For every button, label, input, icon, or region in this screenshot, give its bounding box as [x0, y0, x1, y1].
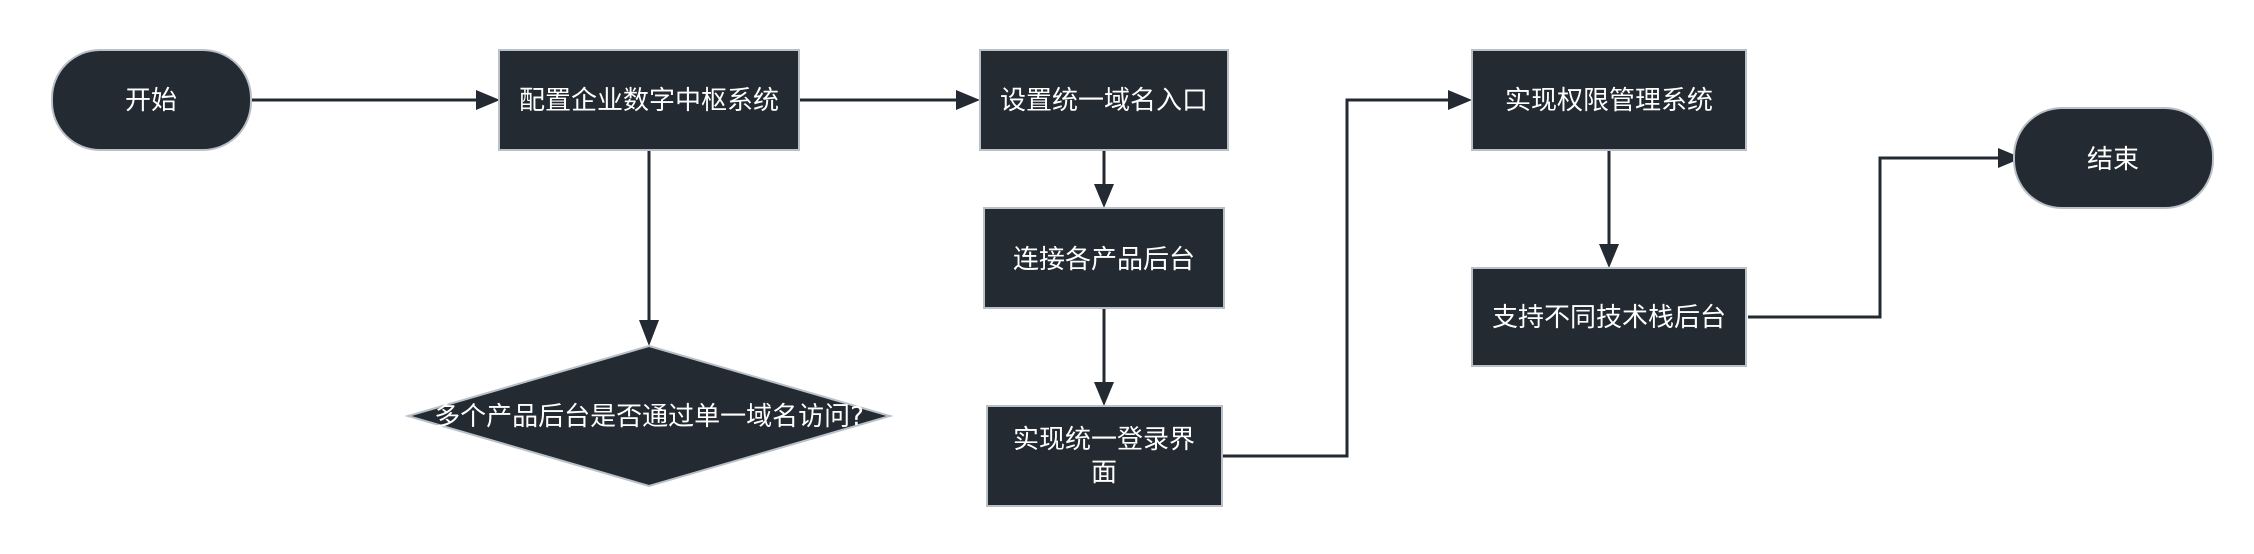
- end-shape: [2013, 107, 2214, 209]
- domain-entry-shape: [979, 49, 1229, 151]
- tech-stack-shape: [1471, 267, 1747, 367]
- node-decision: 多个产品后台是否通过单一域名访问?: [404, 344, 894, 488]
- arrow-login-to-permission: [1448, 90, 1472, 110]
- arrow-domain-entry-to-connect: [1094, 184, 1114, 208]
- permission-shape: [1471, 49, 1747, 151]
- node-config: 配置企业数字中枢系统: [498, 49, 800, 151]
- login-label-line-1: 实现统一登录界: [1013, 425, 1195, 455]
- node-domain-entry: 设置统一域名入口: [979, 49, 1229, 151]
- node-tech-stack: 支持不同技术栈后台: [1471, 267, 1747, 367]
- tech-stack-label: 支持不同技术栈后台: [1492, 303, 1726, 333]
- node-connect: 连接各产品后台: [983, 207, 1225, 309]
- edges: [252, 90, 2022, 458]
- decision-label: 多个产品后台是否通过单一域名访问?: [434, 402, 864, 432]
- arrow-config-to-decision: [639, 320, 659, 346]
- start-shape: [51, 49, 252, 151]
- arrow-permission-to-tech-stack: [1599, 244, 1619, 268]
- node-permission: 实现权限管理系统: [1471, 49, 1747, 151]
- start-label: 开始: [125, 86, 177, 116]
- arrow-tech-stack-to-end: [1998, 148, 2022, 168]
- config-shape: [498, 49, 800, 151]
- edge-tech-stack-to-end: [1748, 156, 2000, 319]
- login-label-line-2: 面: [1091, 458, 1117, 488]
- domain-entry-label: 设置统一域名入口: [1000, 86, 1208, 116]
- arrow-start-to-config: [476, 90, 500, 110]
- node-login: 实现统一登录界 面: [986, 405, 1223, 507]
- permission-label: 实现权限管理系统: [1505, 86, 1713, 116]
- end-label: 结束: [2087, 145, 2139, 175]
- connect-shape: [983, 207, 1225, 309]
- arrow-config-to-domain-entry: [956, 90, 980, 110]
- decision-shape: [404, 344, 894, 488]
- arrow-connect-to-login: [1094, 382, 1114, 406]
- connect-label: 连接各产品后台: [1013, 245, 1195, 275]
- edge-login-to-permission: [1222, 98, 1450, 458]
- config-label: 配置企业数字中枢系统: [519, 86, 779, 116]
- node-end: 结束: [2013, 107, 2214, 209]
- node-start: 开始: [51, 49, 252, 151]
- login-shape: [986, 405, 1223, 507]
